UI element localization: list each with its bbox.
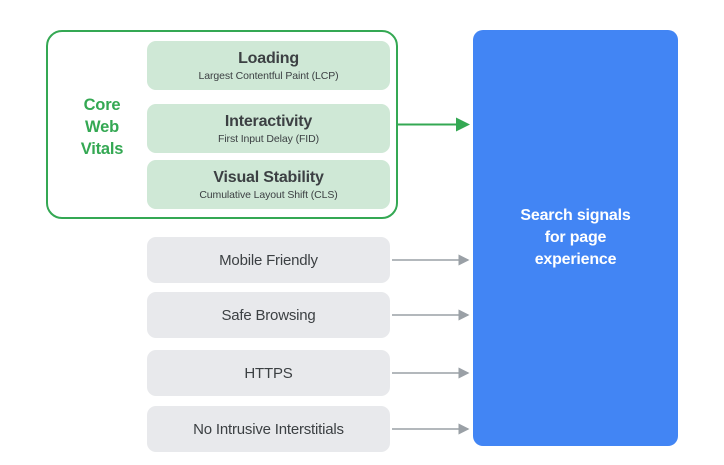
signal-label: No Intrusive Interstitials	[193, 420, 344, 438]
signal-label: HTTPS	[244, 364, 293, 382]
vital-card-interactivity[interactable]: Interactivity First Input Delay (FID)	[147, 104, 390, 153]
signal-label: Mobile Friendly	[219, 251, 318, 269]
outcome-box-search-signals[interactable]: Search signals for page experience	[473, 30, 678, 446]
signal-card-https[interactable]: HTTPS	[147, 350, 390, 396]
vital-title: Visual Stability	[213, 168, 324, 186]
signal-card-no-intrusive-interstitials[interactable]: No Intrusive Interstitials	[147, 406, 390, 452]
vital-card-visual-stability[interactable]: Visual Stability Cumulative Layout Shift…	[147, 160, 390, 209]
signal-card-safe-browsing[interactable]: Safe Browsing	[147, 292, 390, 338]
vital-card-loading[interactable]: Loading Largest Contentful Paint (LCP)	[147, 41, 390, 90]
vital-subtitle: Largest Contentful Paint (LCP)	[198, 69, 339, 82]
signal-card-mobile-friendly[interactable]: Mobile Friendly	[147, 237, 390, 283]
signal-label: Safe Browsing	[221, 306, 316, 324]
core-web-vitals-label: Core Web Vitals	[80, 96, 124, 158]
vital-title: Interactivity	[224, 112, 313, 130]
vital-subtitle: First Input Delay (FID)	[218, 132, 319, 145]
vital-subtitle: Cumulative Layout Shift (CLS)	[199, 188, 338, 201]
outcome-label: Search signals for page experience	[520, 207, 631, 268]
vital-title: Loading	[238, 49, 299, 67]
